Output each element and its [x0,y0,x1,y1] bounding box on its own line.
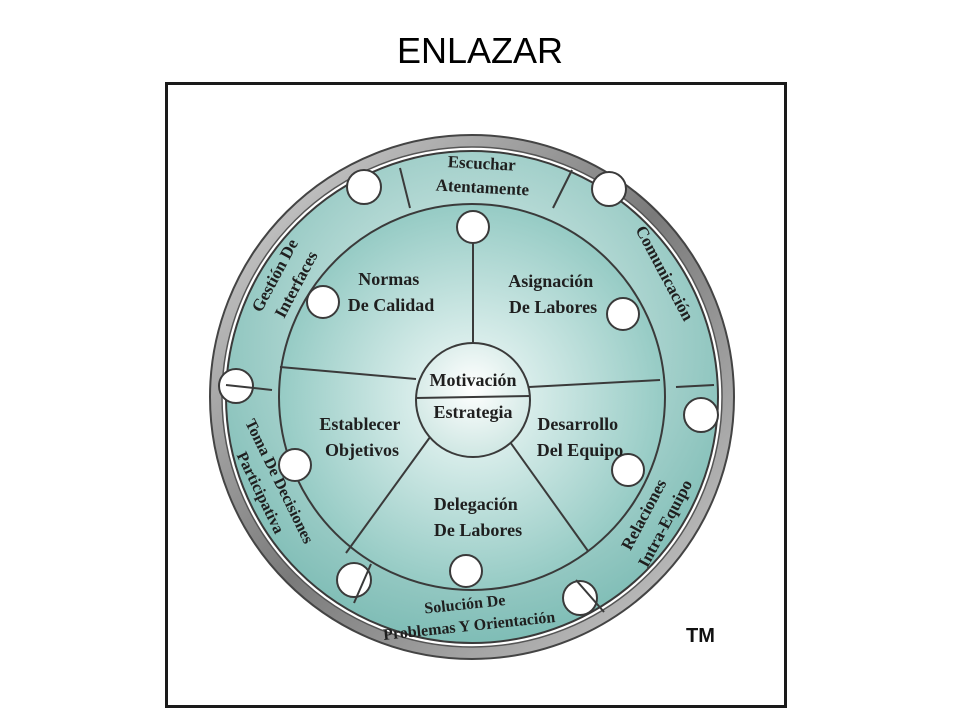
inner-label-delegacion: Delegación De Labores [434,494,522,540]
center-divider [415,395,531,399]
center-hub [415,342,531,458]
inner-label-desarrollo: Desarrollo Del Equipo [537,414,624,460]
inner-label-establecer: Establecer Objetivos [319,414,404,460]
figure-frame: Motivación Estrategia Normas De Calidad … [165,82,787,708]
knob-inner-upper-left [306,285,340,319]
knob-inner-upper-right [606,297,640,331]
wheel-diagram: Motivación Estrategia Normas De Calidad … [209,134,735,660]
inner-label-asignacion: Asignación De Labores [508,271,598,317]
knob-comunicacion-relaciones [683,397,719,433]
knob-escuchar-gestion [346,169,382,205]
puzzle-knobs [218,169,719,616]
inner-label-normas: Normas De Calidad [348,269,435,315]
center-top-label: Motivación [430,370,517,390]
outer-dividers [225,167,715,613]
knob-escuchar-comunicacion [591,171,627,207]
knob-inner-bottom [449,554,483,588]
trademark-mark: TM [686,625,715,647]
knob-inner-top [456,210,490,244]
slide-title: ENLAZAR [396,30,564,71]
outer-label-escuchar: Escuchar Atentamente [435,152,531,200]
knob-inner-lower-right [611,453,645,487]
center-bottom-label: Estrategia [434,402,513,422]
inner-dividers [279,243,661,554]
knob-solucion-toma [336,562,372,598]
knob-relaciones-solucion [562,580,598,616]
knob-inner-left [278,448,312,482]
